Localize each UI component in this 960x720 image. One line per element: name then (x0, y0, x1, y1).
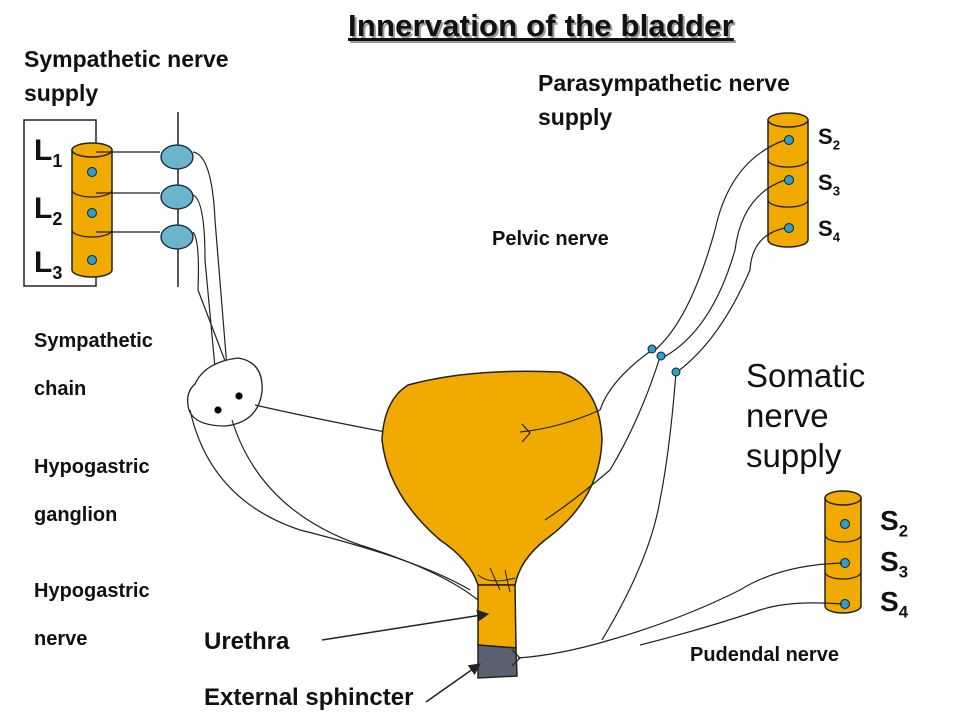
diagram-title: Innervation of the bladder (348, 8, 734, 43)
bladder-neck-line (477, 574, 516, 582)
lumbar-divider-2 (71, 229, 113, 238)
urethra-label: Urethra (204, 628, 290, 655)
lumbar-dot-2 (87, 208, 97, 218)
bladder (381, 370, 603, 679)
pelvic-fibre-2-lower (544, 356, 661, 521)
external-sphincter-shape (477, 644, 518, 679)
pelvic-fibre-1-upper (654, 139, 786, 351)
sympathetic-fibre-1 (192, 151, 229, 381)
sympathetic-fibres (192, 151, 239, 401)
pelvic-nerve-fibres (519, 139, 786, 641)
sacral-divider-1 (767, 159, 809, 168)
pelvic-fibre-2-upper (663, 179, 786, 358)
pudendal-nerve-fibres (511, 562, 843, 667)
pudendal-fibre-2 (639, 602, 843, 646)
segment-label-s4-para: S4 (818, 216, 841, 245)
somatic-supply-line1: Somatic (746, 357, 866, 394)
somatic-dot-1 (840, 519, 850, 529)
segment-label-l3: L3 (34, 246, 63, 283)
sympathetic-chain (96, 112, 194, 287)
external-sphincter-label: External sphincter (204, 684, 414, 711)
sympathetic-ganglion-1 (160, 144, 194, 170)
sacral-cord-parasympathetic (767, 112, 809, 248)
segment-label-s2-para: S2 (818, 124, 841, 153)
sympathetic-supply-label: Sympathetic nerve supply (24, 42, 229, 110)
pudendal-fibre-ending (511, 649, 521, 667)
parasympathetic-supply-label: Parasympathetic nerve supply (538, 66, 790, 134)
sacral-cord-top (767, 112, 809, 128)
pelvic-nerve-label: Pelvic nerve (492, 228, 609, 250)
segment-label-s4-somatic: S4 (880, 586, 909, 622)
sympathetic-supply-line2: supply (24, 80, 99, 106)
urethra-tube (477, 584, 517, 649)
pelvic-fibre-ending (521, 423, 531, 443)
segment-label-s3-para: S3 (818, 170, 841, 199)
somatic-supply-line3: supply (746, 437, 842, 474)
pelvic-fibre-3-upper (676, 227, 786, 373)
urethra-arrow (321, 609, 490, 641)
somatic-supply-label: Somatic nerve supply (746, 356, 906, 476)
pelvic-fibre-3-lower (601, 371, 677, 641)
parasympathetic-supply-line1: Parasympathetic nerve (538, 70, 790, 96)
pelvic-ganglion-dot-2 (656, 351, 666, 361)
sympathetic-fibre-2 (192, 194, 219, 401)
ganglion-dot-1 (235, 392, 243, 400)
bladder-body (381, 370, 603, 586)
hypogastric-ganglion-label-2: ganglion (34, 504, 118, 526)
lumbar-cord-top (71, 142, 113, 158)
sacral-dot-1 (784, 135, 794, 145)
hypogastric-nerve-label-1: Hypogastric (34, 580, 150, 602)
segment-label-l2: L2 (34, 192, 63, 229)
segment-label-s3-somatic: S3 (880, 546, 909, 582)
hypogastric-nerve-outer (189, 409, 471, 591)
lumbar-spinal-cord (23, 119, 113, 287)
hypogastric-ganglion-outline (187, 357, 263, 427)
sacral-dot-2 (784, 175, 794, 185)
sympathetic-supply-line1: Sympathetic nerve (24, 46, 229, 72)
bladder-neck-fibres (489, 567, 511, 593)
segment-label-s2-somatic: S2 (880, 505, 909, 541)
ganglion-dot-2 (214, 406, 222, 414)
pudendal-fibre-1 (517, 562, 843, 659)
somatic-cord-body (824, 497, 862, 614)
somatic-cord-top (824, 490, 862, 506)
sacral-divider-2 (767, 199, 809, 208)
sympathetic-chain-label-2: chain (34, 378, 87, 400)
hypogastric-nerve-inner (231, 419, 479, 601)
pelvic-ganglion-dot-3 (671, 367, 681, 377)
segment-label-l1: L1 (34, 134, 63, 171)
hypogastric-ganglion-label-1: Hypogastric (34, 456, 150, 478)
sympathetic-chain-label-1: Sympathetic (34, 330, 153, 352)
pudendal-nerve-label: Pudendal nerve (690, 644, 839, 666)
pelvic-ganglion-dot-1 (647, 344, 657, 354)
parasympathetic-supply-line2: supply (538, 104, 613, 130)
lumbar-dot-1 (87, 167, 97, 177)
somatic-divider-2 (824, 571, 862, 580)
sympathetic-fibre-3 (192, 231, 239, 396)
somatic-divider-1 (824, 534, 862, 543)
lumbar-dot-3 (87, 255, 97, 265)
pelvic-fibre-1-lower (519, 349, 653, 433)
sacral-cord-somatic (824, 490, 862, 614)
hypogastric-nerve-label-2: nerve (34, 628, 88, 650)
sphincter-arrow (425, 663, 481, 703)
sympathetic-ganglion-3 (160, 224, 194, 250)
hypogastric-ganglion (187, 357, 263, 427)
sacral-dot-3 (784, 223, 794, 233)
somatic-supply-line2: nerve (746, 397, 829, 434)
sympathetic-ganglion-2 (160, 184, 194, 210)
